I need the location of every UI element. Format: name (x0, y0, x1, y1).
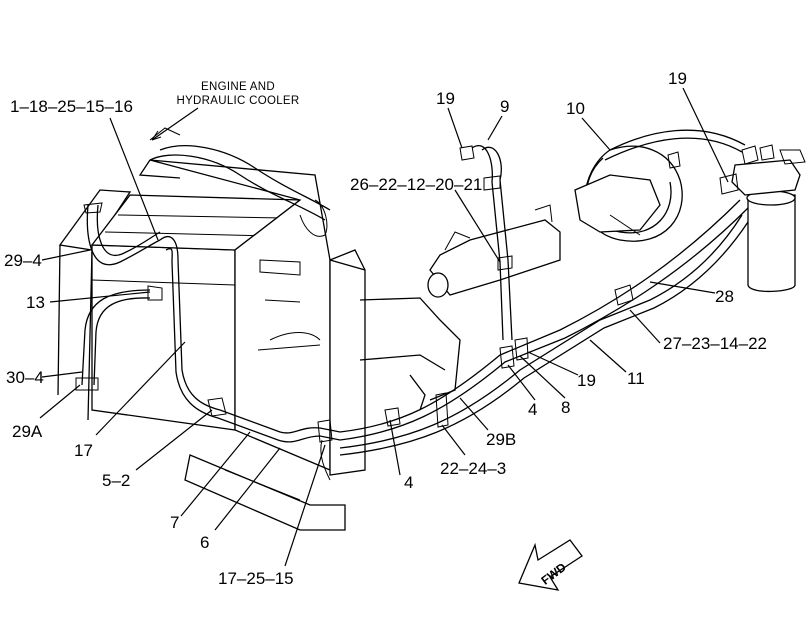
callout-17: 17 (74, 441, 93, 460)
callout-30-4: 30–4 (6, 368, 44, 387)
callout-29-4-left: 29–4 (4, 251, 42, 270)
callout-6: 6 (200, 533, 209, 552)
callout-29b: 29B (486, 430, 516, 449)
callout-9: 9 (500, 97, 509, 116)
cooler-note-line2: HYDRAULIC COOLER (176, 95, 299, 107)
callout-13: 13 (26, 293, 45, 312)
callout-22-24-3: 22–24–3 (440, 459, 506, 478)
callout-28: 28 (715, 287, 734, 306)
callout-26-22-12-20-21: 26–22–12–20–21 (350, 175, 482, 194)
callout-4-middle: 4 (528, 400, 537, 419)
callout-5-2: 5–2 (102, 471, 130, 490)
callout-11: 11 (627, 369, 645, 388)
callout-1-18-25-15-16: 1–18–25–15–16 (10, 97, 133, 116)
filter-assembly (719, 144, 806, 293)
callout-10: 10 (566, 99, 585, 118)
callout-19-lower: 19 (577, 371, 596, 390)
callout-leaders (39, 87, 729, 567)
callout-4-lower: 4 (404, 473, 413, 492)
callout-19-upper-center: 19 (436, 89, 455, 108)
callout-19-upper-right: 19 (668, 69, 687, 88)
cooler-assembly (57, 127, 461, 531)
main-hoses (159, 199, 749, 481)
forward-arrow: FWD (518, 539, 583, 591)
callout-17-25-15: 17–25–15 (218, 569, 294, 588)
center-unit (427, 129, 746, 341)
left-hoses (75, 202, 163, 391)
callout-27-23-14-22: 27–23–14–22 (663, 334, 767, 353)
callout-7: 7 (170, 513, 179, 532)
callout-8: 8 (561, 398, 570, 417)
cooler-note: ENGINE AND HYDRAULIC COOLER (151, 81, 299, 141)
callout-29a: 29A (12, 422, 43, 441)
callout-labels: 1–18–25–15–16 29–4 13 30–4 29A 17 5–2 7 … (4, 69, 767, 588)
cooler-note-line1: ENGINE AND (201, 81, 275, 93)
